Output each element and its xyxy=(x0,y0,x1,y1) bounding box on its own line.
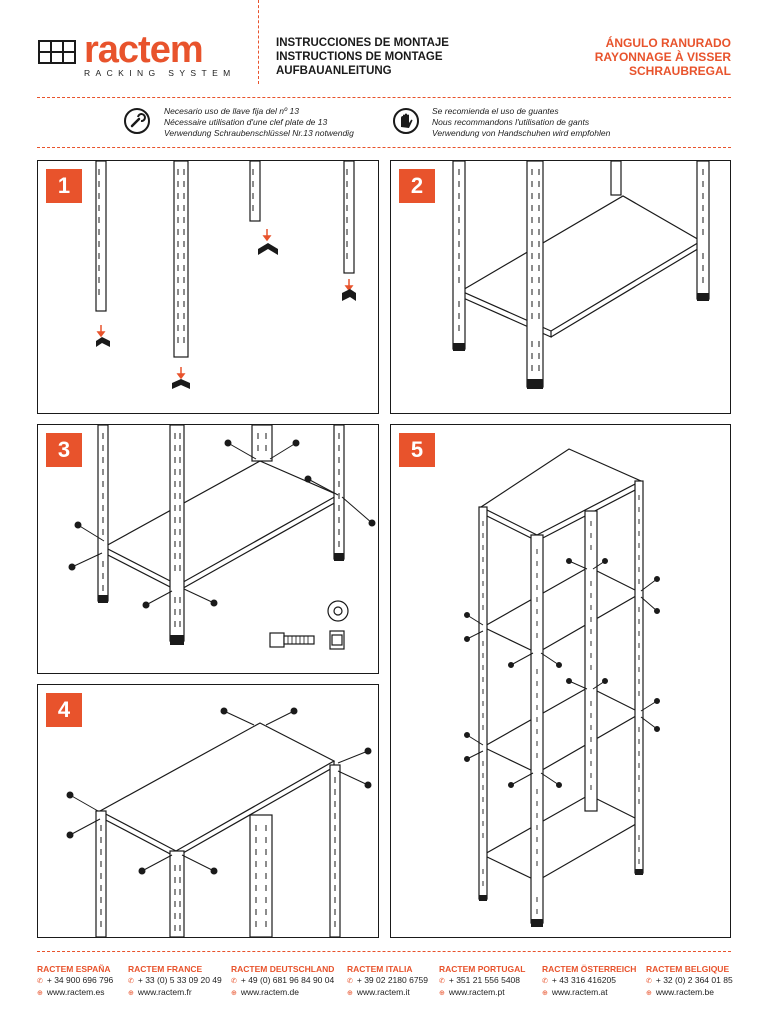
step-5-panel: 5 xyxy=(390,424,731,938)
wrench-note-es: Necesario uso de llave fija del nº 13 xyxy=(164,106,299,116)
nut-icon xyxy=(327,600,349,650)
product-title-de: SCHRAUBREGAL xyxy=(629,64,731,78)
phone-icon: ✆ xyxy=(542,978,548,985)
contact-name: RACTEM ESPAÑA xyxy=(37,964,111,974)
globe-icon: ⊕ xyxy=(37,990,43,997)
step-1-panel: 1 xyxy=(37,160,379,414)
plastic-foot-icon xyxy=(96,243,356,389)
phone-icon: ✆ xyxy=(37,978,43,985)
step-badge: 2 xyxy=(399,169,435,203)
product-title: ÁNGULO RANURADO RAYONNAGE À VISSER SCHRA… xyxy=(595,36,731,78)
step-badge: 5 xyxy=(399,433,435,467)
contact-web[interactable]: www.ractem.es xyxy=(46,987,105,997)
footer-contact-de: RACTEM DEUTSCHLAND ✆+ 49 (0) 681 96 84 9… xyxy=(231,964,334,999)
globe-icon: ⊕ xyxy=(347,990,353,997)
contact-name: RACTEM DEUTSCHLAND xyxy=(231,964,335,974)
wrench-icon xyxy=(124,108,150,134)
wrench-note-fr: Nécessaire utilisation d'une clef plate … xyxy=(164,117,328,127)
arrow-down-icon xyxy=(96,229,354,380)
header-divider xyxy=(258,0,259,84)
footer-contact-it: RACTEM ITALIA ✆+ 39 02 2180 6759 ⊕www.ra… xyxy=(347,964,428,999)
contact-name: RACTEM ITALIA xyxy=(347,964,413,974)
footer-contact-es: RACTEM ESPAÑA ✆+ 34 900 696 796 ⊕www.rac… xyxy=(37,964,113,999)
gloves-note-fr: Nous recommandons l'utilisation de gants xyxy=(432,117,590,127)
contact-web[interactable]: www.ractem.de xyxy=(240,987,299,997)
contact-web[interactable]: www.ractem.pt xyxy=(448,987,505,997)
footer-contact-pt: RACTEM PORTUGAL ✆+ 351 21 556 5408 ⊕www.… xyxy=(439,964,525,999)
wrench-note-de: Verwendung Schraubenschlüssel Nr.13 notw… xyxy=(164,128,354,138)
notes-rule xyxy=(37,147,731,148)
phone-icon: ✆ xyxy=(646,978,652,985)
contact-name: RACTEM BELGIQUE xyxy=(646,964,730,974)
bolt-side-icon xyxy=(269,632,315,648)
contact-web[interactable]: www.ractem.fr xyxy=(137,987,192,997)
phone-icon: ✆ xyxy=(347,978,353,985)
gloves-note-es: Se recomienda el uso de guantes xyxy=(432,106,559,116)
step-badge: 4 xyxy=(46,693,82,727)
brand-name: ractem xyxy=(84,29,204,71)
bolt-icon xyxy=(464,558,660,788)
contact-web[interactable]: www.ractem.at xyxy=(551,987,608,997)
contact-phone: + 34 900 696 796 xyxy=(46,975,114,985)
globe-icon: ⊕ xyxy=(231,990,237,997)
ractem-logo-icon xyxy=(38,40,76,64)
product-title-fr: RAYONNAGE À VISSER xyxy=(594,50,731,64)
phone-icon: ✆ xyxy=(231,978,237,985)
step-5-illustration xyxy=(464,448,660,927)
footer-rule xyxy=(37,951,731,952)
wrench-note: Necesario uso de llave fija del nº 13 Né… xyxy=(164,106,354,139)
contact-phone: + 351 21 556 5408 xyxy=(448,975,521,985)
step-2-illustration xyxy=(452,161,710,389)
phone-icon: ✆ xyxy=(128,978,134,985)
bolt-icon xyxy=(68,439,376,609)
contact-name: RACTEM ÖSTERREICH xyxy=(542,964,637,974)
gloves-note: Se recomienda el uso de guantes Nous rec… xyxy=(432,106,610,139)
instructions-title-fr: INSTRUCTIONS DE MONTAGE xyxy=(276,51,443,63)
step-4-panel: 4 xyxy=(37,684,379,938)
footer-contact-at: RACTEM ÖSTERREICH ✆+ 43 316 416205 ⊕www.… xyxy=(542,964,636,999)
step-4-illustration xyxy=(66,707,372,937)
footer-contact-be: RACTEM BELGIQUE ✆+ 32 (0) 2 364 01 85 ⊕w… xyxy=(646,964,733,999)
product-title-es: ÁNGULO RANURADO xyxy=(605,36,731,50)
brand-tagline: RACKING SYSTEM xyxy=(84,68,236,78)
step-3-panel: 3 xyxy=(37,424,379,674)
step-1-illustration xyxy=(95,161,356,389)
contact-web[interactable]: www.ractem.be xyxy=(655,987,714,997)
contact-phone: + 49 (0) 681 96 84 90 04 xyxy=(240,975,335,985)
step-badge: 1 xyxy=(46,169,82,203)
upright-angle xyxy=(95,161,355,358)
instructions-title-es: INSTRUCCIONES DE MONTAJE xyxy=(276,37,449,49)
globe-icon: ⊕ xyxy=(439,990,445,997)
globe-icon: ⊕ xyxy=(542,990,548,997)
globe-icon: ⊕ xyxy=(646,990,652,997)
gloves-note-de: Verwendung von Handschuhen wird empfohle… xyxy=(432,128,611,138)
contact-web[interactable]: www.ractem.it xyxy=(356,987,410,997)
instructions-title: INSTRUCCIONES DE MONTAJE INSTRUCTIONS DE… xyxy=(276,36,449,78)
globe-icon: ⊕ xyxy=(128,990,134,997)
contact-phone: + 39 02 2180 6759 xyxy=(356,975,429,985)
phone-icon: ✆ xyxy=(439,978,445,985)
instructions-title-de: AUFBAUANLEITUNG xyxy=(276,65,392,77)
contact-name: RACTEM PORTUGAL xyxy=(439,964,526,974)
header-rule xyxy=(37,97,731,98)
contact-name: RACTEM FRANCE xyxy=(128,964,203,974)
bolt-icon xyxy=(66,707,372,875)
contact-phone: + 32 (0) 2 364 01 85 xyxy=(655,975,733,985)
contact-phone: + 33 (0) 5 33 09 20 49 xyxy=(137,975,222,985)
footer-contact-fr: RACTEM FRANCE ✆+ 33 (0) 5 33 09 20 49 ⊕w… xyxy=(128,964,222,999)
step-2-panel: 2 xyxy=(390,160,731,414)
step-3-illustration xyxy=(68,425,376,650)
contact-phone: + 43 316 416205 xyxy=(551,975,616,985)
gloves-icon xyxy=(393,108,419,134)
step-badge: 3 xyxy=(46,433,82,467)
